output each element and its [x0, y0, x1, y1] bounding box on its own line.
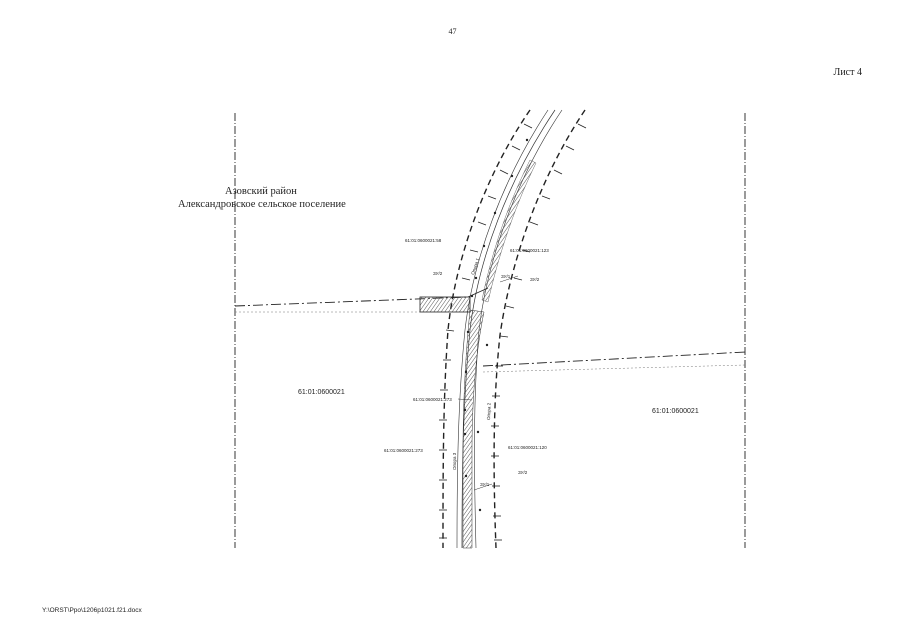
- road-boundary-outer-right: [493, 109, 586, 549]
- survey-points: [463, 138, 529, 512]
- hatched-easement: [462, 309, 485, 549]
- district-label: Азовский район: [225, 186, 297, 197]
- zone-label-1: ЗУ/2: [433, 271, 443, 276]
- route-label-1: Опора 1: [470, 257, 480, 275]
- parcel-line-right: [482, 364, 746, 373]
- footer-file-path: Y:\ORST\Ppo\1206p1021.f21.docx: [42, 607, 142, 614]
- leader-lines: [457, 275, 519, 491]
- sheet-label: Лист 4: [833, 67, 862, 78]
- zone-label-2: ЗУ/1: [501, 274, 511, 279]
- parcel-label-273a: 61:01:0600021:273: [413, 397, 452, 402]
- zone-label-5: ЗУ/1: [480, 482, 490, 487]
- zone-label-3: ЗУ/2: [530, 277, 540, 282]
- parcel-label-58: 61:01:0600021:58: [405, 238, 442, 243]
- route-label-3: Опора 3: [452, 452, 457, 470]
- route-label-2: Опора 2: [486, 402, 492, 420]
- hatched-easement-upper: [481, 159, 537, 303]
- parcel-label-123: 61:01:0600021:123: [510, 248, 549, 253]
- district-boundary-right: [482, 351, 746, 367]
- parcel-label-120: 61:01:0600021:120: [508, 445, 547, 450]
- parcel-label-273b: 61:01:0600021:273: [384, 448, 423, 453]
- block-label-left: 61:01:0600021: [298, 389, 345, 396]
- block-label-right: 61:01:0600021: [652, 408, 699, 415]
- road-boundary-outer-left: [442, 109, 531, 549]
- junction-block: [419, 296, 471, 313]
- boundary-ticks: [439, 123, 587, 541]
- zone-label-4: ЗУ/2: [518, 470, 528, 475]
- page-number: 47: [448, 27, 457, 36]
- settlement-label: Александровское сельское поселение: [178, 199, 346, 210]
